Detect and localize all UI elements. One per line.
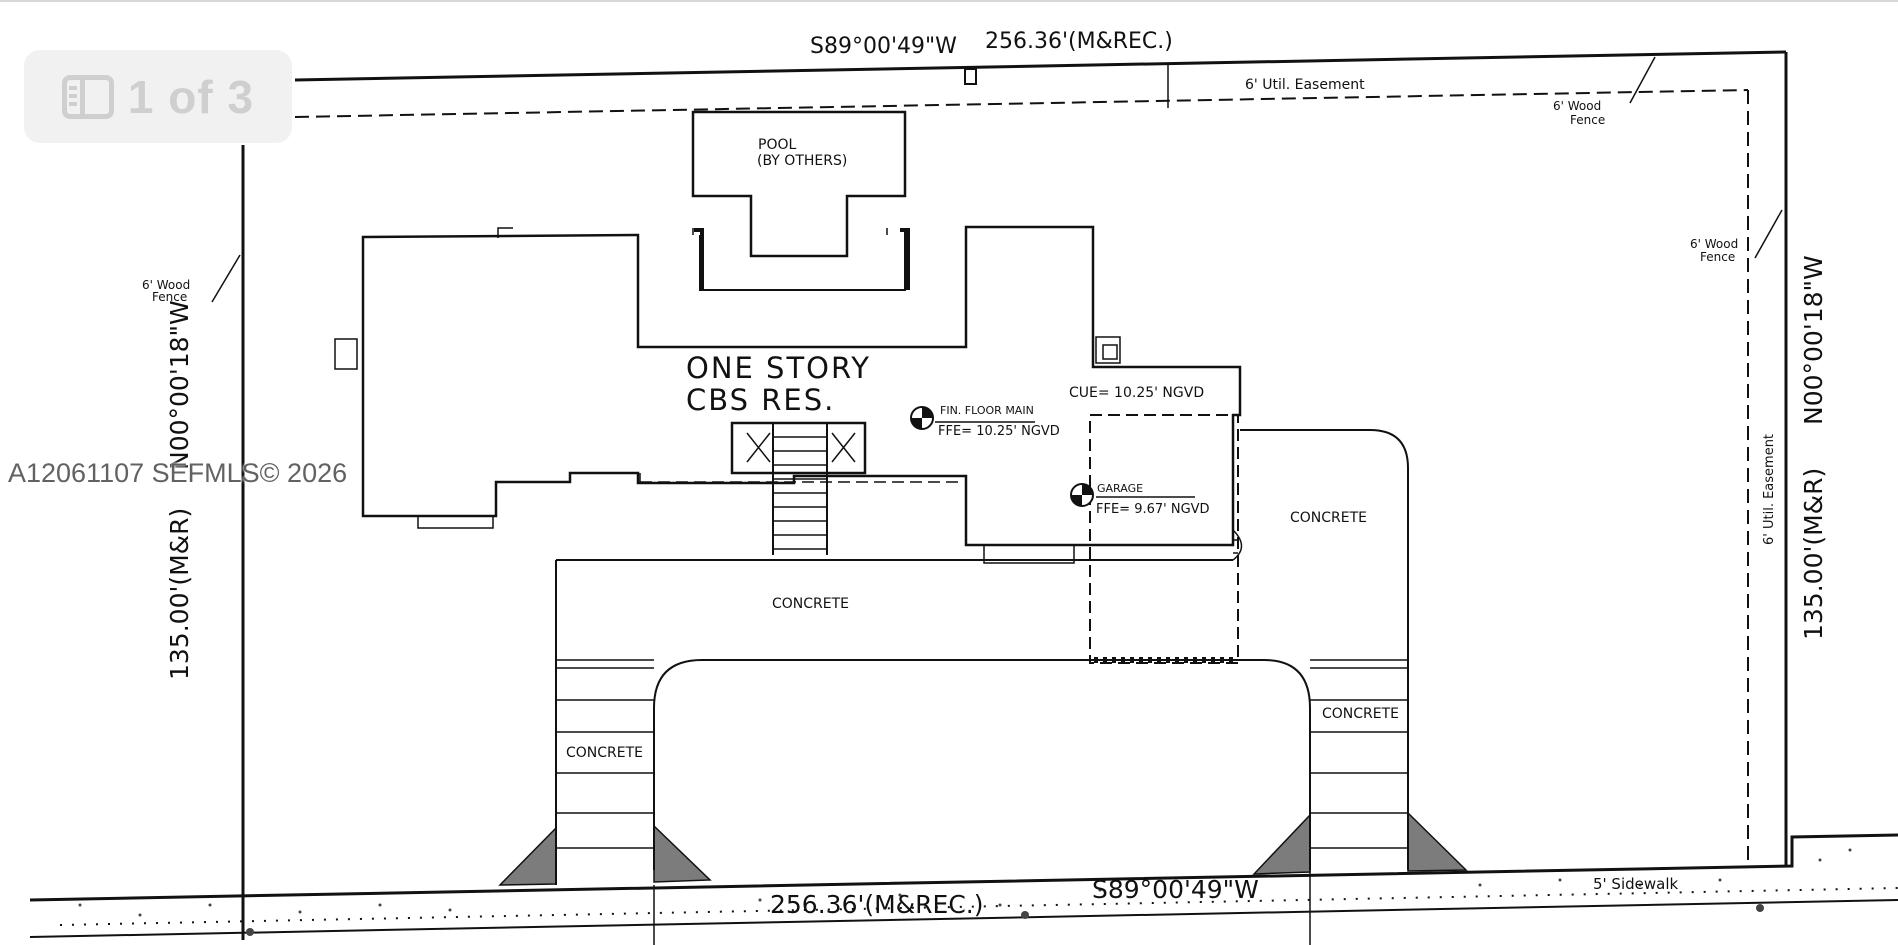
elevation-marker-main	[910, 406, 1035, 430]
fence-right-label: 6' Wood	[1690, 237, 1738, 251]
concrete-side-label: CONCRETE	[1290, 510, 1367, 526]
cue-label: CUE= 10.25' NGVD	[1069, 385, 1204, 401]
road-edge-top	[29, 833, 1898, 902]
bottom-distance-label: 256.36'(M&REC.)	[770, 890, 984, 919]
apron-right-2	[1407, 811, 1468, 872]
apron-right-1	[1252, 813, 1311, 875]
concrete-right-label: CONCRETE	[1322, 706, 1399, 722]
fence-right-label-2: Fence	[1700, 250, 1735, 264]
right-distance-label: 135.00'(M&R)	[1799, 468, 1828, 640]
road-edge-bottom	[29, 899, 1898, 938]
elevation-marker-garage	[1070, 483, 1195, 507]
property-line-top	[294, 50, 1787, 82]
entry-porch	[730, 421, 867, 475]
apron-left-1	[498, 826, 557, 886]
ffe-garage-label: FFE= 9.67' NGVD	[1096, 502, 1210, 517]
fence-top-right-label: 6' Wood	[1553, 99, 1601, 113]
util-easement-right-label: 6' Util. Easement	[1762, 434, 1777, 545]
pool-label: POOL	[758, 137, 796, 153]
fence-left-label-2: Fence	[152, 290, 187, 304]
fence-top-right-label-2: Fence	[1570, 113, 1605, 127]
concrete-left-label: CONCRETE	[566, 745, 643, 761]
util-easement-top-label: 6' Util. Easement	[1245, 77, 1365, 93]
garage-label: GARAGE	[1097, 482, 1143, 495]
garage-outline	[1089, 414, 1239, 664]
residence-type-label: CBS RES.	[686, 383, 835, 417]
bottom-bearing-label: S89°00'49"W	[1092, 875, 1259, 904]
concrete-patio-label: CONCRETE	[772, 596, 849, 612]
mls-watermark: A12061107 SEFMLS© 2026	[8, 458, 348, 488]
pool-outline	[691, 110, 907, 258]
fence-left-label: 6' Wood	[142, 278, 190, 292]
ffe-main-label: FFE= 10.25' NGVD	[938, 424, 1060, 439]
fin-floor-label: FIN. FLOOR MAIN	[940, 404, 1034, 417]
image-counter-label: 1 of 3	[127, 70, 255, 123]
house-outline	[361, 225, 1242, 547]
residence-label: ONE STORY	[686, 351, 871, 385]
right-bearing-label: N00°00'18"W	[1799, 255, 1828, 425]
apron-left-2	[653, 824, 712, 883]
left-bearing-label: N00°00'18"W	[165, 300, 194, 470]
left-distance-label: 135.00'(M&R)	[165, 508, 194, 680]
concrete-side-slab	[1240, 429, 1409, 870]
pool-by-others-label: (BY OTHERS)	[757, 153, 847, 169]
top-border	[0, 0, 1898, 2]
sidewalk-label: 5' Sidewalk	[1593, 875, 1679, 893]
easement-line-top	[294, 89, 1749, 118]
gallery-icon	[61, 74, 114, 119]
monument-marker	[964, 68, 977, 85]
top-bearing-label: S89°00'49"W	[810, 34, 957, 59]
concrete-front-slab	[555, 559, 1311, 885]
image-counter-button[interactable]: 1 of 3	[24, 50, 292, 143]
entry-steps	[772, 423, 828, 555]
top-distance-label: 256.36'(M&REC.)	[985, 29, 1173, 54]
